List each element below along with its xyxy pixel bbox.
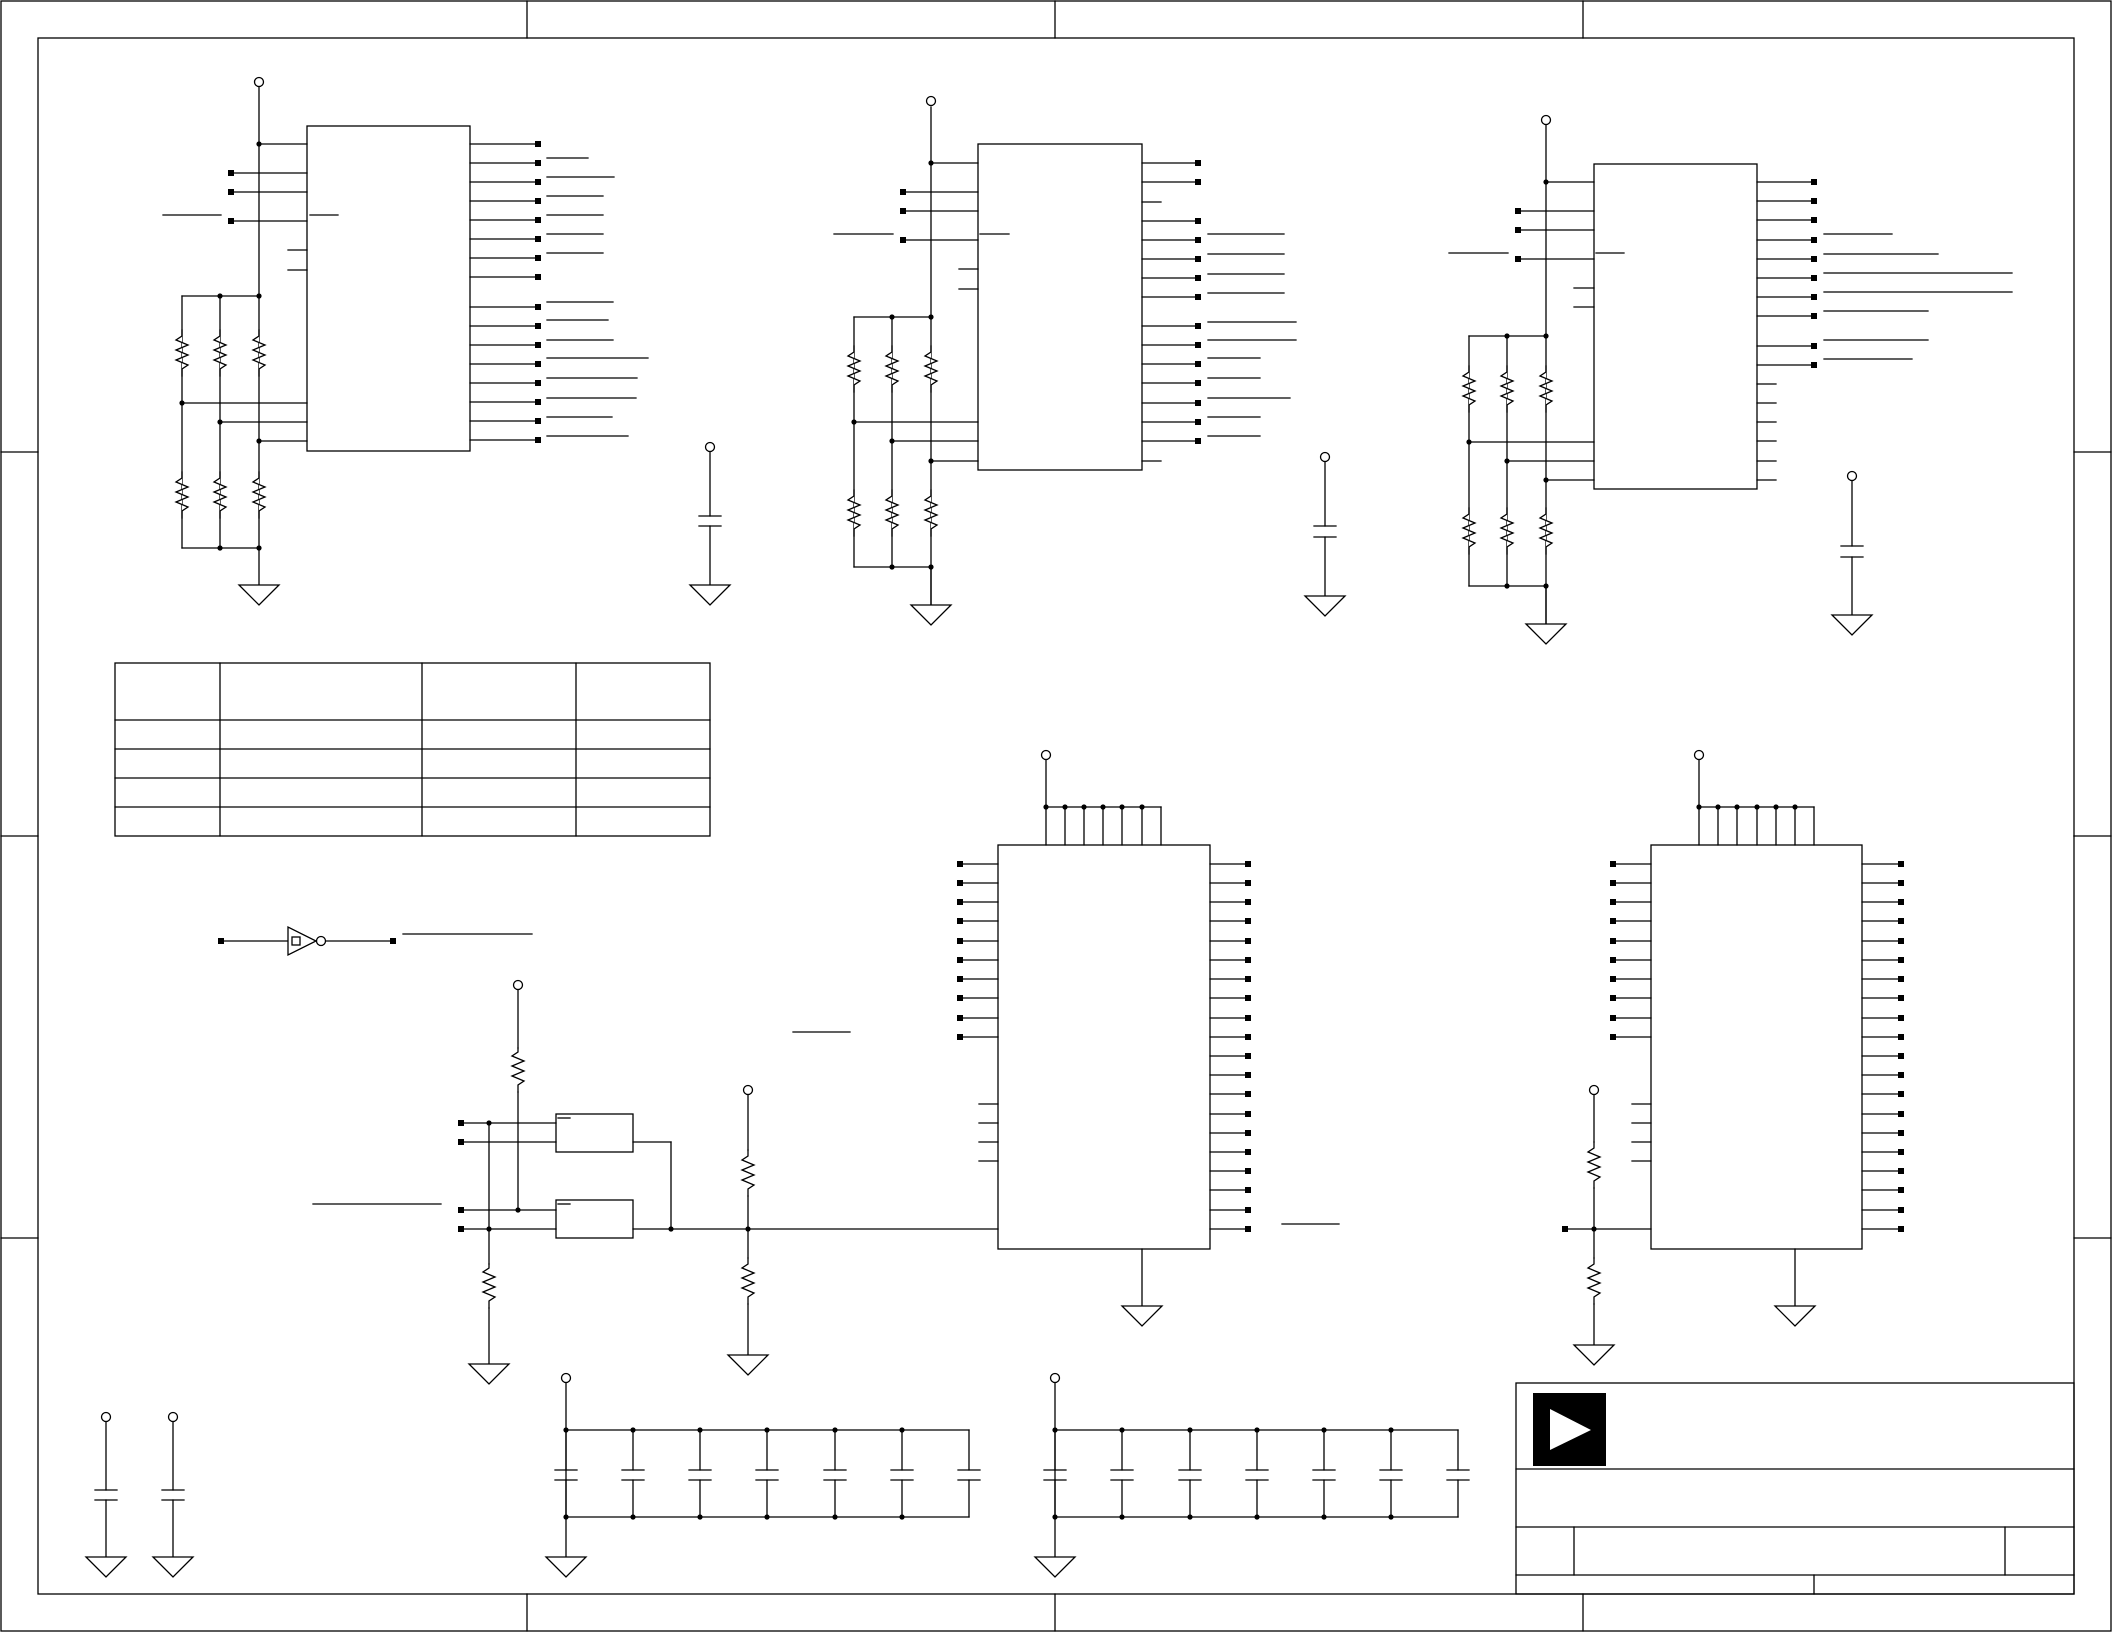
pull-resistor-array-3 <box>1461 365 1554 555</box>
info-table <box>114 662 711 837</box>
bottom-ic-1 <box>959 759 1340 1307</box>
bottom-ic-2 <box>1564 759 1902 1346</box>
power-terminals <box>100 76 1858 1423</box>
inverter-buffer <box>220 925 533 957</box>
ground-symbols <box>84 584 1874 1578</box>
connector-pins <box>218 141 1904 1232</box>
decoupling-caps-left <box>94 1420 185 1558</box>
capacitor-bank-2 <box>1043 1382 1470 1558</box>
junction-dots <box>179 141 1798 1520</box>
pull-resistor-array-2 <box>846 345 939 537</box>
pull-resistor-array-1 <box>174 329 267 519</box>
top-ic-2 <box>833 106 1337 606</box>
top-ic-3 <box>1448 120 2013 625</box>
title-block <box>1515 1382 2075 1595</box>
reset-logic-section <box>312 989 999 1365</box>
top-ic-1 <box>162 85 722 585</box>
capacitor-bank-1 <box>554 1382 981 1558</box>
play-triangle-logo-icon <box>1533 1393 1606 1466</box>
